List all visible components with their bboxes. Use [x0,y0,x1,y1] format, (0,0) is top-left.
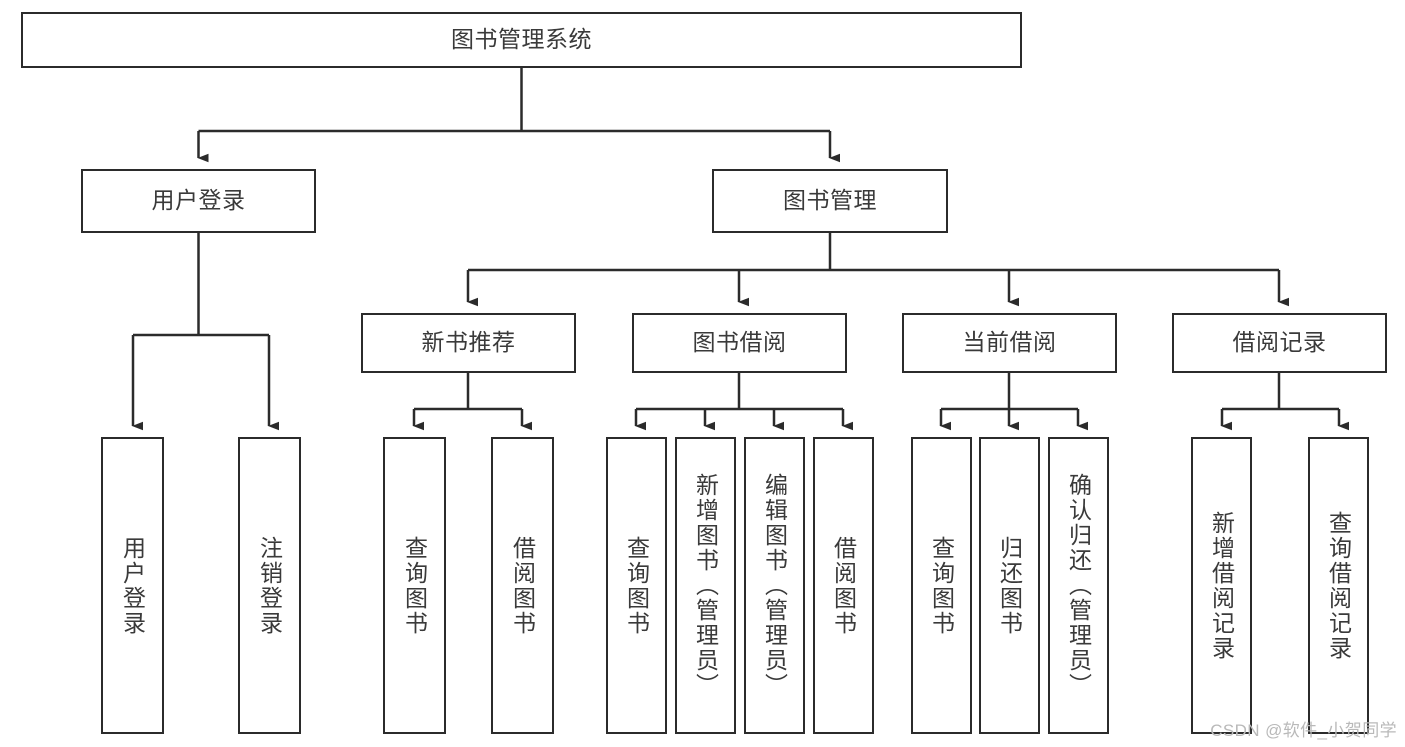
node-current-borrow[interactable]: 当前借阅 [902,313,1117,373]
node-leaf-user-logout[interactable]: 注销登录 [238,437,301,734]
node-new-book-rec[interactable]: 新书推荐 [361,313,576,373]
node-leaf-add-record[interactable]: 新增借阅记录 [1191,437,1252,734]
node-leaf-query-book-2-label: 查询图书 [623,535,650,636]
node-leaf-borrow-book-2-label: 借阅图书 [830,535,857,636]
node-leaf-user-login-label: 用户登录 [119,535,146,636]
node-leaf-query-book-1[interactable]: 查询图书 [383,437,446,734]
node-leaf-query-book-3[interactable]: 查询图书 [911,437,972,734]
node-leaf-query-record[interactable]: 查询借阅记录 [1308,437,1369,734]
node-leaf-borrow-book-2[interactable]: 借阅图书 [813,437,874,734]
node-leaf-add-book-label: 新增图书（管理员） [692,473,719,698]
node-leaf-return-book[interactable]: 归还图书 [979,437,1040,734]
node-leaf-user-logout-label: 注销登录 [256,535,283,636]
node-book-manage-label: 图书管理 [783,187,877,214]
node-leaf-add-book[interactable]: 新增图书（管理员） [675,437,736,734]
node-leaf-user-login[interactable]: 用户登录 [101,437,164,734]
node-borrow-record-label: 借阅记录 [1232,329,1327,356]
node-leaf-edit-book[interactable]: 编辑图书（管理员） [744,437,805,734]
node-leaf-query-record-label: 查询借阅记录 [1325,510,1352,661]
node-book-borrow-label: 图书借阅 [692,329,787,356]
node-book-manage[interactable]: 图书管理 [712,169,948,233]
node-leaf-confirm-return-label: 确认归还（管理员） [1065,473,1092,698]
node-new-book-rec-label: 新书推荐 [421,329,516,356]
node-book-borrow[interactable]: 图书借阅 [632,313,847,373]
node-borrow-record[interactable]: 借阅记录 [1172,313,1387,373]
node-leaf-query-book-1-label: 查询图书 [401,535,428,636]
node-leaf-borrow-book-1[interactable]: 借阅图书 [491,437,554,734]
node-leaf-add-record-label: 新增借阅记录 [1208,510,1235,661]
node-leaf-query-book-3-label: 查询图书 [928,535,955,636]
node-user-login-label: 用户登录 [151,187,246,214]
node-root[interactable]: 图书管理系统 [21,12,1022,68]
node-root-label: 图书管理系统 [451,26,592,53]
node-leaf-confirm-return[interactable]: 确认归还（管理员） [1048,437,1109,734]
node-leaf-edit-book-label: 编辑图书（管理员） [761,473,788,698]
node-current-borrow-label: 当前借阅 [962,329,1057,356]
node-leaf-borrow-book-1-label: 借阅图书 [509,535,536,636]
node-leaf-return-book-label: 归还图书 [996,535,1023,636]
node-leaf-query-book-2[interactable]: 查询图书 [606,437,667,734]
node-user-login[interactable]: 用户登录 [81,169,316,233]
